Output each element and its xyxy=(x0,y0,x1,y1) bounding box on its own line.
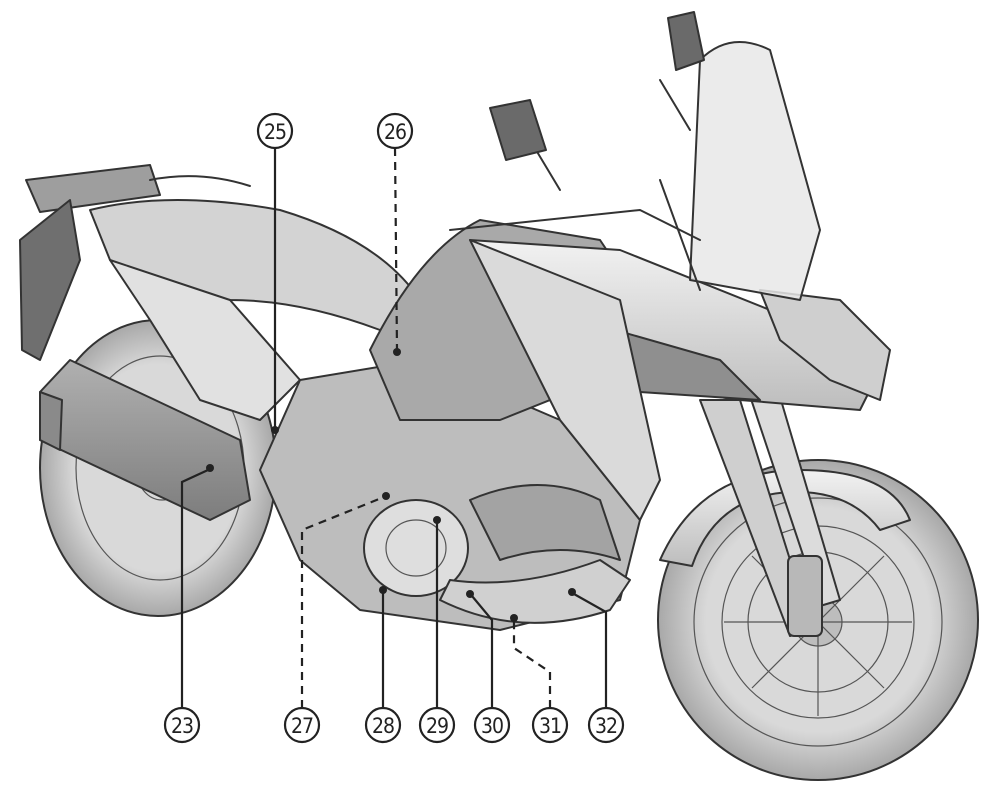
leader-32-dot xyxy=(568,588,576,596)
callout-25-label: 25 xyxy=(264,120,286,144)
engine xyxy=(259,359,641,631)
callout-27-label: 27 xyxy=(291,714,313,738)
leader-32 xyxy=(573,593,608,708)
callout-30: 30 xyxy=(473,706,511,744)
callout-32-label: 32 xyxy=(595,714,617,738)
seat xyxy=(89,199,421,331)
exhaust-muffler xyxy=(39,359,251,521)
rear-rack xyxy=(19,164,251,361)
callout-25: 25 xyxy=(256,112,294,150)
windscreen xyxy=(689,41,821,301)
leader-23 xyxy=(180,469,209,708)
rear-frame xyxy=(109,259,301,421)
callout-29: 29 xyxy=(418,706,456,744)
callout-31-label: 31 xyxy=(539,714,561,738)
callout-31: 31 xyxy=(531,706,569,744)
callout-23: 23 xyxy=(163,706,201,744)
callout-26-label: 26 xyxy=(384,120,406,144)
callout-32: 32 xyxy=(587,706,625,744)
leader-26 xyxy=(393,147,399,351)
callouts: 25 26 23 27 28 29 30 31 xyxy=(163,112,625,744)
callout-28: 28 xyxy=(364,706,402,744)
motorcycle-illustration xyxy=(19,11,979,781)
fuel-tank xyxy=(369,219,881,521)
callout-23-label: 23 xyxy=(171,714,193,738)
callout-28-label: 28 xyxy=(372,714,394,738)
callout-26: 26 xyxy=(376,112,414,150)
leader-26-dot xyxy=(393,348,401,356)
leader-27 xyxy=(300,495,385,708)
leader-30 xyxy=(471,595,494,708)
callout-30-label: 30 xyxy=(481,714,503,738)
leader-lines xyxy=(180,147,608,708)
front-caliper xyxy=(787,555,823,637)
leader-31 xyxy=(512,620,552,708)
right-mirror xyxy=(667,11,705,71)
left-mirror xyxy=(489,99,547,161)
leader-23-dot xyxy=(206,464,214,472)
callout-29-label: 29 xyxy=(426,714,448,738)
leader-31-dot xyxy=(510,614,518,622)
callout-27: 27 xyxy=(283,706,321,744)
leader-27-dot xyxy=(382,492,390,500)
leader-28-dot xyxy=(379,586,387,594)
leader-25-dot xyxy=(271,426,279,434)
front-beak xyxy=(759,289,891,401)
leader-29-dot xyxy=(433,516,441,524)
leader-30-dot xyxy=(466,590,474,598)
